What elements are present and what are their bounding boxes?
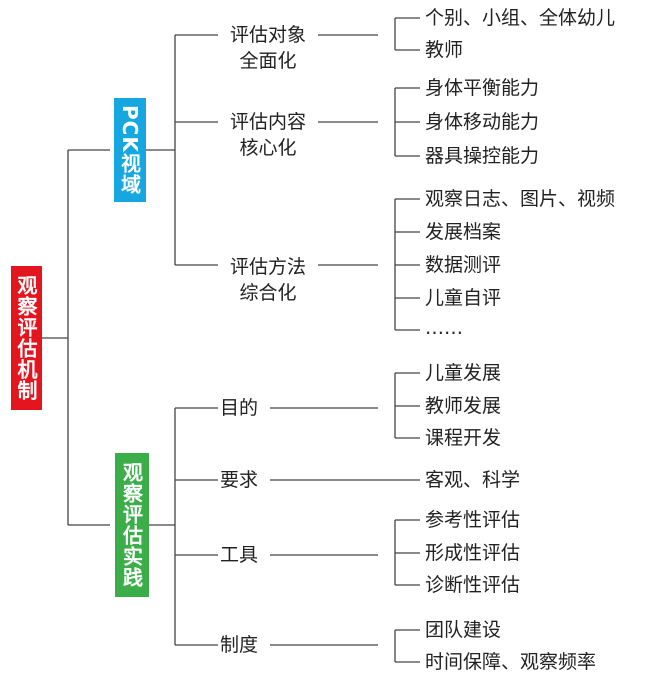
branch-practice-label: 观察评估实践 bbox=[119, 462, 144, 588]
connector-pck-3-items bbox=[394, 198, 420, 331]
prac-4-item-1: 团队建设 bbox=[425, 619, 502, 641]
pck-child-3-line2: 综合化 bbox=[239, 282, 297, 304]
pck-child-2-line2: 核心化 bbox=[239, 137, 297, 159]
pck-child-1-line1: 评估对象 bbox=[229, 24, 306, 46]
pck-2-item-3: 器具操控能力 bbox=[425, 145, 540, 167]
pck-2-item-2: 身体移动能力 bbox=[425, 111, 540, 133]
prac-3-item-3: 诊断性评估 bbox=[425, 574, 521, 596]
prac-2-item-1: 客观、科学 bbox=[425, 469, 521, 491]
prac-child-1: 目的 bbox=[220, 397, 259, 419]
pck-3-item-3: 数据测评 bbox=[425, 254, 502, 276]
branch-practice: 观察评估实践 bbox=[115, 453, 149, 597]
root-node: 观察评估机制 bbox=[11, 266, 42, 410]
connector-pck-1-items bbox=[394, 17, 420, 51]
prac-child-3: 工具 bbox=[220, 544, 259, 566]
branch-pck-latin: PCK bbox=[118, 105, 142, 153]
pck-1-item-2: 教师 bbox=[425, 39, 464, 61]
root-label: 观察评估机制 bbox=[14, 275, 38, 401]
prac-1-item-1: 儿童发展 bbox=[425, 362, 502, 384]
pck-3-item-4: 儿童自评 bbox=[425, 287, 502, 309]
prac-child-4: 制度 bbox=[220, 634, 259, 656]
pck-3-item-2: 发展档案 bbox=[425, 221, 502, 243]
connector-pck bbox=[146, 34, 218, 266]
pck-child-2-line1: 评估内容 bbox=[229, 111, 306, 133]
branch-pck-cjk: 视域 bbox=[117, 152, 142, 195]
connector-prac-1-items bbox=[394, 372, 420, 439]
pck-1-item-1: 个别、小组、全体幼儿 bbox=[425, 7, 616, 29]
pck-child-3-line1: 评估方法 bbox=[229, 256, 306, 278]
prac-3-item-2: 形成性评估 bbox=[425, 542, 521, 564]
pck-child-3: 评估方法 综合化 bbox=[220, 254, 316, 306]
prac-child-2: 要求 bbox=[220, 469, 259, 491]
prac-1-item-2: 教师发展 bbox=[425, 395, 502, 417]
pck-3-item-5: …… bbox=[425, 317, 463, 339]
connector-prac-4-items bbox=[394, 629, 420, 663]
connector-root bbox=[42, 149, 110, 526]
pck-3-item-1: 观察日志、图片、视频 bbox=[425, 188, 616, 210]
connector-pck-2-items bbox=[394, 87, 420, 157]
pck-child-2: 评估内容 核心化 bbox=[220, 109, 316, 161]
prac-4-item-2: 时间保障、观察频率 bbox=[425, 651, 597, 673]
connector-prac-3-items bbox=[394, 519, 420, 586]
pck-2-item-1: 身体平衡能力 bbox=[425, 77, 540, 99]
prac-1-item-3: 课程开发 bbox=[425, 427, 502, 449]
pck-child-1: 评估对象 全面化 bbox=[220, 22, 316, 74]
prac-3-item-1: 参考性评估 bbox=[425, 509, 521, 531]
pck-child-1-line2: 全面化 bbox=[239, 50, 297, 72]
connector-practice bbox=[149, 407, 218, 646]
